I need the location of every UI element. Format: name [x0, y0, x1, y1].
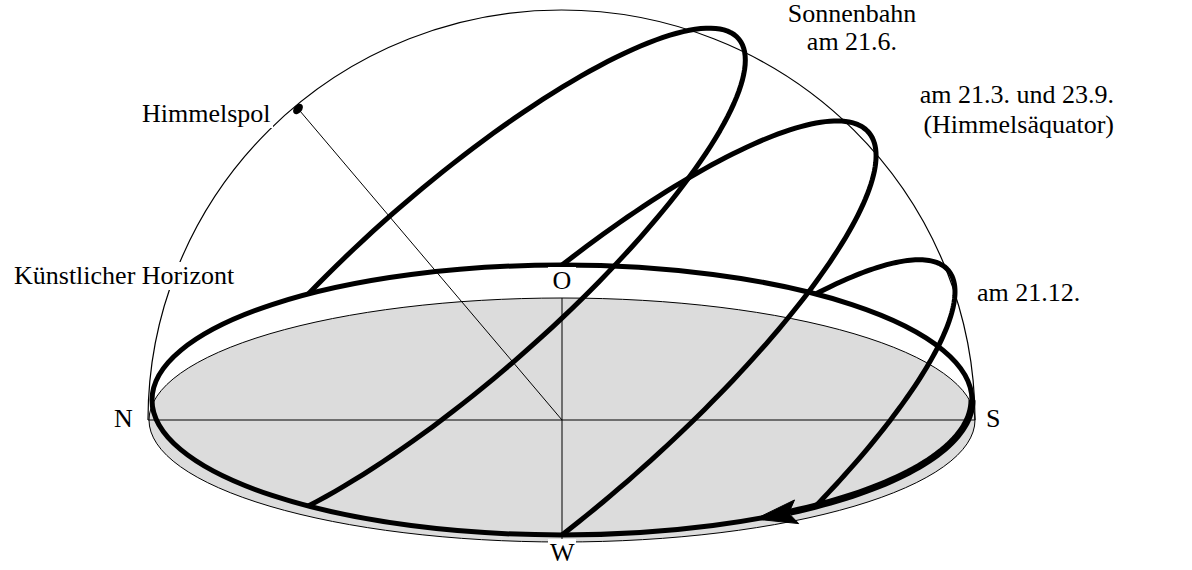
arrow-head: [755, 500, 798, 524]
sun-path: [816, 260, 955, 506]
horizon-label: Künstlicher Horizont: [12, 262, 236, 290]
direction-letter: W: [548, 539, 576, 567]
pole-dot: [291, 102, 305, 116]
direction-letter: O: [548, 267, 576, 295]
artificial-horizon: [152, 265, 972, 535]
arrow-shaft: [790, 400, 972, 512]
sun-path-label: Sonnenbahn am 21.6.: [775, 0, 929, 56]
rotation-arrow: [755, 400, 972, 524]
sun-paths: [308, 28, 955, 535]
sun-path-label: am 21.3. und 23.9. (Himmelsäquator): [885, 80, 1116, 140]
sun-path: [562, 121, 876, 535]
direction-letter: N: [112, 405, 135, 433]
sun-path-label: am 21.12.: [975, 279, 1082, 307]
pole-label: Himmelspol: [140, 100, 273, 128]
direction-letter: S: [984, 405, 1002, 433]
